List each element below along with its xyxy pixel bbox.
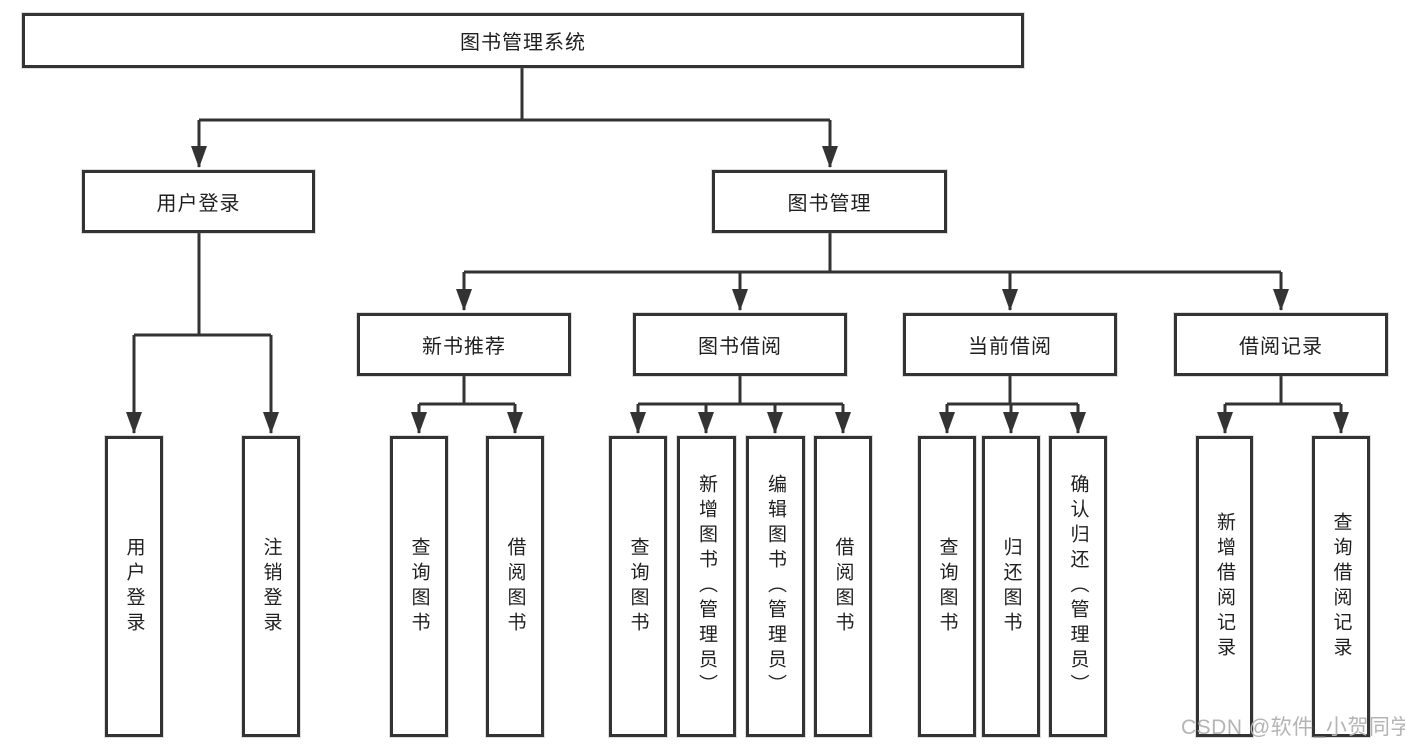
node-label: 归还图书 (1000, 536, 1022, 637)
leaf-query-books-current: 查询图书 (918, 436, 976, 737)
node-label: 图书借阅 (698, 336, 782, 358)
node-label: 借阅记录 (1239, 336, 1323, 358)
node-label: 确认归还（管理员） (1067, 474, 1089, 699)
leaf-edit-books-admin: 编辑图书（管理员） (746, 436, 805, 737)
node-label: 查询图书 (627, 536, 649, 637)
node-label: 新增图书（管理员） (696, 474, 717, 699)
node-borrow-records: 借阅记录 (1174, 313, 1388, 376)
leaf-logout: 注销登录 (242, 436, 300, 737)
node-label: 注销登录 (260, 536, 282, 637)
node-label: 用户登录 (123, 536, 145, 637)
leaf-confirm-return-admin: 确认归还（管理员） (1049, 436, 1107, 737)
leaf-add-books-admin: 新增图书（管理员） (677, 436, 736, 737)
node-label: 查询图书 (936, 536, 958, 637)
node-current-borrowing: 当前借阅 (903, 313, 1117, 376)
node-label: 新增借阅记录 (1214, 511, 1235, 662)
node-label: 查询图书 (408, 536, 430, 637)
node-label: 图书管理系统 (460, 32, 586, 54)
node-user-login: 用户登录 (82, 170, 315, 233)
node-label: 图书管理 (787, 193, 872, 215)
leaf-borrow-books-recommend: 借阅图书 (486, 436, 544, 737)
leaf-query-books-borrowing: 查询图书 (609, 436, 667, 737)
node-new-book-recommend: 新书推荐 (357, 313, 571, 376)
leaf-query-borrow-record: 查询借阅记录 (1312, 436, 1370, 737)
node-label: 编辑图书（管理员） (765, 474, 786, 699)
leaf-user-login: 用户登录 (105, 436, 163, 737)
node-label: 查询借阅记录 (1330, 511, 1352, 662)
node-book-management: 图书管理 (712, 170, 947, 233)
node-label: 借阅图书 (504, 536, 526, 637)
leaf-borrow-books: 借阅图书 (814, 436, 872, 737)
watermark: CSDN @软件_小贺同学 (1181, 716, 1405, 739)
node-label: 用户登录 (156, 193, 241, 215)
leaf-query-books-recommend: 查询图书 (390, 436, 448, 737)
leaf-add-borrow-record: 新增借阅记录 (1196, 436, 1253, 737)
leaf-return-books: 归还图书 (982, 436, 1040, 737)
node-book-borrowing: 图书借阅 (633, 313, 847, 376)
node-label: 借阅图书 (832, 536, 854, 637)
node-label: 新书推荐 (422, 336, 506, 358)
node-library-management-system: 图书管理系统 (22, 13, 1024, 68)
node-label: 当前借阅 (968, 336, 1052, 358)
